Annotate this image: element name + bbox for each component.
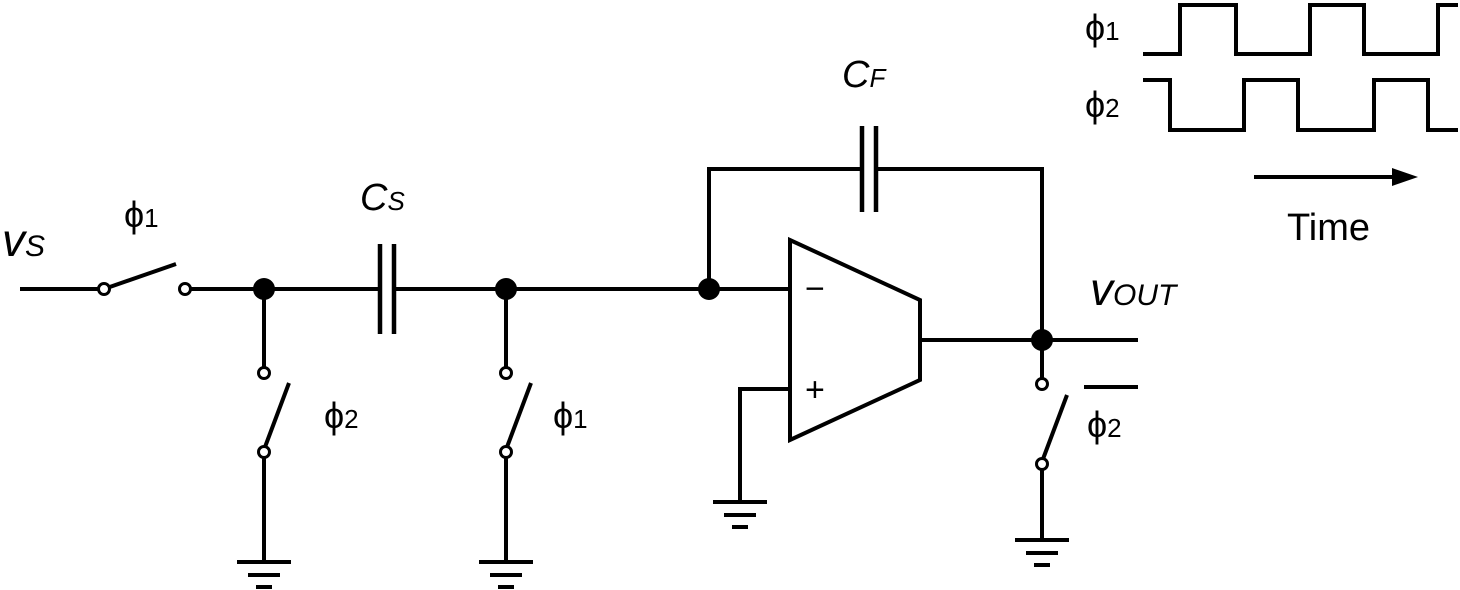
- waveform-phi2: [1143, 78, 1458, 132]
- input-switch-phi1: [97, 262, 192, 296]
- label-shunt-left-phi2: ϕ2: [324, 395, 359, 436]
- opamp-plus-sign: +: [805, 371, 825, 409]
- output-switch-phi2-bar: [1035, 340, 1069, 538]
- label-switch-input-phi1: ϕ1: [124, 194, 159, 235]
- svg-text:ϕ2: ϕ2: [1087, 404, 1122, 445]
- timing-label-phi1: ϕ1: [1085, 7, 1120, 48]
- opamp-minus-sign: −: [805, 270, 825, 308]
- shunt-switch-phi2: [257, 289, 291, 560]
- ground-output: [1015, 538, 1069, 567]
- label-vout: vOUT: [1090, 263, 1179, 315]
- opamp: [788, 236, 922, 444]
- ground-opamp: [713, 500, 767, 529]
- capacitor-cs: [377, 244, 397, 334]
- time-arrow: [1254, 168, 1418, 186]
- label-cs: CS: [360, 177, 405, 219]
- ground-middle: [479, 560, 533, 589]
- label-cf: CF: [842, 54, 887, 96]
- shunt-switch-phi1: [499, 289, 533, 560]
- ground-left: [237, 560, 291, 589]
- time-axis-label: Time: [1287, 207, 1370, 249]
- feedback-wire: [707, 167, 1044, 340]
- capacitor-cf: [859, 126, 879, 212]
- waveform-phi1: [1143, 3, 1458, 56]
- noninverting-ground-wire: [738, 387, 790, 500]
- label-shunt-right-phi1: ϕ1: [553, 395, 588, 436]
- label-output-switch: ϕ2: [1084, 385, 1138, 445]
- timing-label-phi2: ϕ2: [1085, 84, 1120, 125]
- label-vs: vS: [2, 214, 45, 266]
